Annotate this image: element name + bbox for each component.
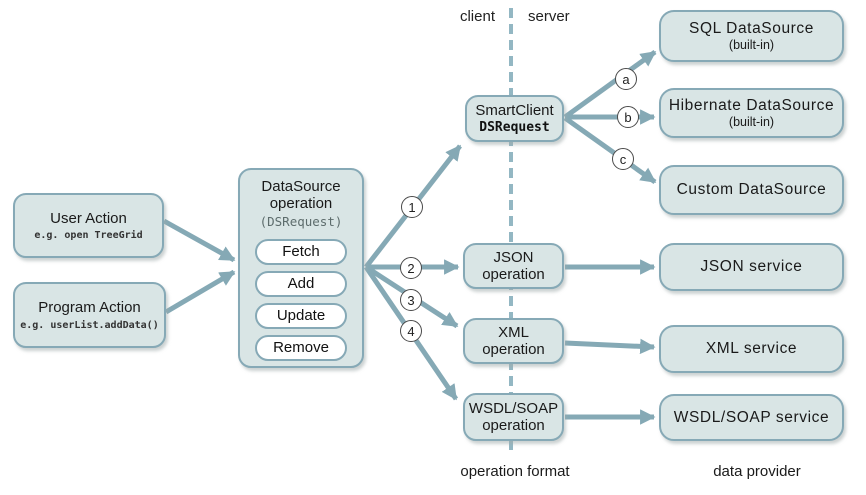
client-zone-label: client [459,8,495,25]
wsdl-soap-service-box: WSDL/SOAP service [659,394,844,441]
connector-badge-2: 2 [400,257,422,279]
program-action-title: Program Action [38,299,141,317]
json-operation-title: JSON operation [482,248,545,283]
server-zone-label: server [528,8,570,25]
update-pill: Update [255,302,347,329]
sql-builtin-label: (built-in) [728,38,775,53]
add-pill: Add [255,270,347,297]
sql-datasource-box: SQL DataSource (built-in) [659,10,844,62]
custom-datasource-box: Custom DataSource [659,165,844,215]
custom-datasource-title: Custom DataSource [676,181,827,199]
connector-badge-c: c [612,148,634,170]
connector-badge-b: b [617,106,639,128]
connector-badge-3: 3 [400,289,422,311]
remove-pill: Remove [255,334,347,361]
hibernate-datasource-box: Hibernate DataSource (built-in) [659,88,844,138]
smartclient-title: SmartClient [475,101,554,119]
xml-service-box: XML service [659,325,844,373]
user-action-example: e.g. open TreeGrid [34,230,143,242]
smartclient-dsrequest-box: SmartClient DSRequest [465,95,564,142]
program-action-example: e.g. userList.addData() [20,319,159,331]
connector-badge-1: 1 [401,196,423,218]
sql-datasource-title: SQL DataSource [689,19,814,37]
connector-badge-4: 4 [400,320,422,342]
xml-operation-box: XML operation [463,318,564,364]
xml-operation-title: XML operation [482,323,545,358]
connector-badge-a: a [615,68,637,90]
datasource-operation-box: DataSource operation (DSRequest) Fetch A… [238,168,364,368]
wsdl-soap-service-title: WSDL/SOAP service [673,408,830,426]
xml-service-title: XML service [705,340,798,358]
json-service-box: JSON service [659,243,844,291]
hibernate-datasource-title: Hibernate DataSource [668,96,835,114]
user-action-box: User Action e.g. open TreeGrid [13,193,164,258]
operation-format-label: operation format [460,463,570,480]
data-provider-label: data provider [713,463,801,480]
json-operation-box: JSON operation [463,243,564,289]
wsdl-soap-operation-title: WSDL/SOAP operation [468,399,559,434]
datasource-operation-title: DataSource operation [261,178,341,213]
hibernate-builtin-label: (built-in) [728,115,775,130]
smartclient-dsrequest-label: DSRequest [479,120,550,136]
dsrequest-label: (DSRequest) [259,213,343,229]
wsdl-soap-operation-box: WSDL/SOAP operation [463,393,564,441]
fetch-pill: Fetch [255,238,347,265]
program-action-box: Program Action e.g. userList.addData() [13,282,166,348]
user-action-title: User Action [50,209,127,227]
json-service-title: JSON service [700,258,803,276]
